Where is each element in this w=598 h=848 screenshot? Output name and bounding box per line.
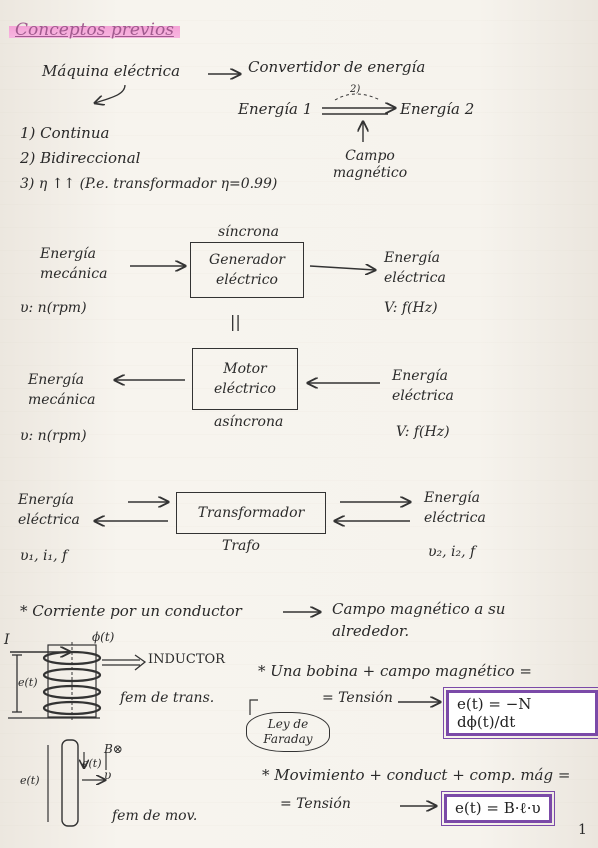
trafo-right-label: Energía eléctrica — [424, 490, 486, 526]
corriente-result: Campo magnético a su alrededor. — [332, 600, 506, 640]
inductor-et: e(t) — [18, 676, 38, 689]
page-title: Conceptos previos — [9, 20, 180, 40]
gen-right-label: Energía eléctrica — [384, 250, 446, 286]
equivalence-mark: || — [230, 312, 241, 331]
transformer-box: Transformador — [176, 492, 326, 534]
b-field-label: B⊗ — [104, 742, 123, 756]
fem-mov-label: fem de mov. — [112, 808, 198, 824]
reverse-num: 2) — [350, 84, 361, 95]
phi-label: ϕ(t) — [92, 630, 115, 644]
campo-label: Campo magnético — [332, 148, 408, 181]
current-I: I — [4, 632, 10, 648]
bobina-text: * Una bobina + campo magnético = — [258, 662, 532, 680]
sincrona-label: síncrona — [218, 224, 280, 240]
page-number: 1 — [578, 822, 587, 838]
gen-right-sub: V: f(Hz) — [384, 300, 438, 316]
faraday-formula: e(t) = −N dϕ(t)/dt — [443, 687, 598, 739]
movimiento-text: * Movimiento + conduct + comp. mág = — [262, 766, 571, 784]
energia1-label: Energía 1 — [238, 100, 313, 118]
fem-trans-label: fem de trans. — [120, 690, 215, 706]
prop-3: 3) η ↑↑ (P.e. transformador η=0.99) — [20, 176, 278, 192]
trafo-label: Trafo — [222, 538, 260, 554]
asincrona-label: asíncrona — [214, 414, 284, 430]
corriente-text: * Corriente por un conductor — [20, 602, 242, 620]
velocity-label: υ — [104, 768, 112, 782]
trafo-left-sub: υ₁, i₁, f — [20, 548, 68, 564]
conductor-e-label: e(t) — [82, 757, 102, 770]
movimiento-tension: = Tensión — [280, 796, 351, 812]
bobina-tension: = Tensión — [322, 690, 393, 706]
motor-right-sub: V: f(Hz) — [396, 424, 450, 440]
maquina-label: Máquina eléctrica — [42, 62, 181, 80]
prop-1: 1) Continua — [20, 124, 110, 142]
gen-left-label: Energía mecánica — [40, 246, 108, 282]
gen-left-sub: υ: n(rpm) — [20, 300, 87, 316]
motor-left-sub: υ: n(rpm) — [20, 428, 87, 444]
trafo-left-label: Energía eléctrica — [18, 492, 80, 528]
inductor-label: INDUCTOR — [148, 652, 225, 667]
motor-box: Motor eléctrico — [192, 348, 298, 410]
convertidor-label: Convertidor de energía — [248, 58, 426, 76]
energia2-label: Energía 2 — [400, 100, 475, 118]
conductor-et: e(t) — [20, 774, 40, 787]
faraday-cloud: Ley de Faraday — [246, 712, 330, 752]
motor-right-label: Energía eléctrica — [392, 368, 454, 404]
generator-box: Generador eléctrico — [190, 242, 304, 298]
trafo-right-sub: υ₂, i₂, f — [428, 544, 476, 560]
prop-2: 2) Bidireccional — [20, 149, 141, 167]
motional-emf-formula: e(t) = B·ℓ·υ — [441, 791, 555, 826]
motor-left-label: Energía mecánica — [28, 372, 96, 408]
